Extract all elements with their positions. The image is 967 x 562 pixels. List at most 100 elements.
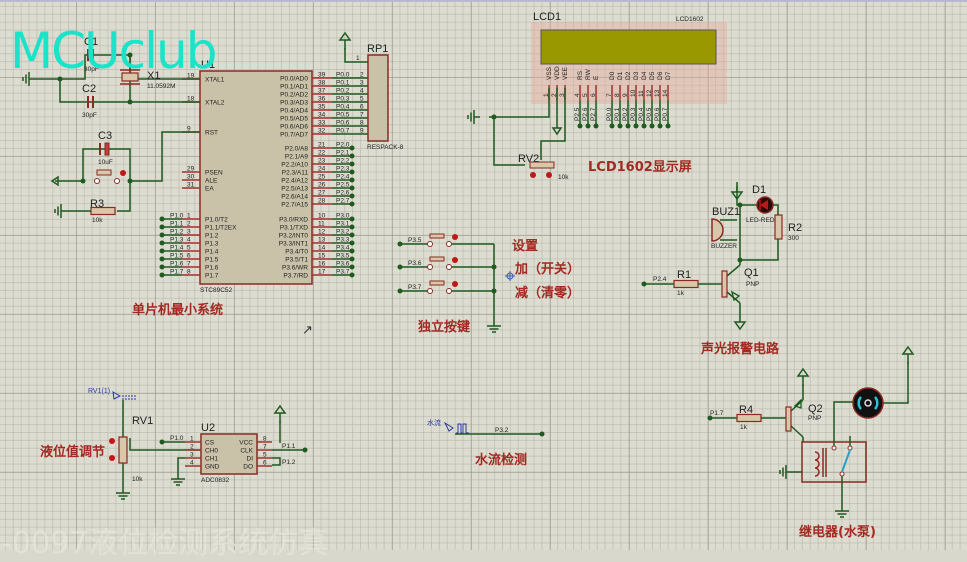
net-terminal[interactable]	[349, 264, 355, 270]
net-terminal[interactable]	[649, 123, 655, 129]
reset-button-indicator[interactable]	[120, 170, 126, 176]
junction	[491, 288, 497, 294]
lcd1602[interactable]: LCD1 LCD1602 VSS1VDD2VEE3RS4P2.5RW5P2.6E…	[531, 11, 727, 129]
adc0832-u2[interactable]	[200, 433, 258, 475]
button-indicator[interactable]	[452, 257, 458, 263]
buz1-part: BUZZER	[711, 243, 737, 250]
mcu-net-label: P0.0	[336, 72, 350, 79]
net-terminal[interactable]	[349, 232, 355, 238]
net-terminal[interactable]	[397, 264, 403, 270]
schematic[interactable]: U1 STC89C52 19XTAL118XTAL29RST29PSEN30AL…	[0, 0, 967, 550]
net-terminal[interactable]	[577, 123, 583, 129]
button-contact	[427, 241, 433, 247]
mcu-net-label: P0.6	[336, 120, 350, 127]
u2-pin-name: CH1	[205, 456, 218, 463]
schematic-canvas[interactable]	[0, 0, 967, 550]
u2-clk-net: P1.1	[282, 443, 296, 450]
independent-buttons[interactable]: P3.5P3.6P3.7	[397, 233, 502, 333]
net-terminal[interactable]	[159, 224, 165, 230]
mcu-pin-name: PSEN	[205, 170, 223, 177]
button-indicator[interactable]	[452, 281, 458, 287]
q1-ref: Q1	[744, 267, 759, 279]
net-terminal[interactable]	[349, 224, 355, 230]
alarm-circuit[interactable]: D1 LED-RED R2 300 BUZ1 BUZZER P2.4 R1 1k…	[641, 181, 803, 331]
net-terminal[interactable]	[349, 216, 355, 222]
net-terminal[interactable]	[349, 185, 355, 191]
net-terminal[interactable]	[641, 123, 647, 129]
mcu-pin-name: EA	[205, 186, 214, 193]
oscillator-circuit[interactable]: C1 30pF C2 30pF X1 11.0592M	[22, 36, 200, 119]
net-terminal[interactable]	[633, 123, 639, 129]
lcd-pin-name: D6	[657, 71, 664, 80]
net-terminal[interactable]	[397, 288, 403, 294]
net-terminal[interactable]	[593, 123, 599, 129]
mcu-pin-name: P3.0/RXD	[279, 217, 308, 224]
net-terminal[interactable]	[349, 256, 355, 262]
net-terminal[interactable]	[159, 240, 165, 246]
u2-pin-name: DO	[243, 464, 253, 471]
mcu-pin-name: P0.4/AD4	[280, 108, 308, 115]
rp1-pin-number: 9	[360, 128, 364, 135]
mcu-net-label: P1.2	[170, 229, 184, 236]
mcu-u1[interactable]: U1 STC89C52 19XTAL118XTAL29RST29PSEN30AL…	[159, 59, 369, 294]
mcu-pin-number: 7	[187, 261, 191, 268]
button-contact	[446, 264, 452, 270]
lcd-net-label: P0.5	[646, 107, 653, 121]
net-terminal[interactable]	[349, 177, 355, 183]
mcu-pin-name: P3.3/INT1	[279, 241, 309, 248]
net-terminal[interactable]	[397, 241, 403, 247]
net-terminal[interactable]	[159, 248, 165, 254]
net-terminal[interactable]	[349, 145, 355, 151]
button-contact	[427, 264, 433, 270]
lcd-pin-number: 6	[590, 93, 597, 97]
mcu-body[interactable]	[199, 70, 313, 285]
net-terminal[interactable]	[159, 232, 165, 238]
net-terminal[interactable]	[349, 240, 355, 246]
c3-value: 10uF	[98, 159, 113, 166]
reset-circuit[interactable]: C3 10uF R3 10k	[50, 130, 200, 224]
lcd-contrast-circuit[interactable]: RV2 10k	[467, 88, 569, 181]
net-terminal[interactable]	[349, 248, 355, 254]
net-terminal[interactable]	[349, 193, 355, 199]
push-button[interactable]	[429, 233, 445, 239]
net-terminal[interactable]	[349, 153, 355, 159]
relay-pump-circuit[interactable]: P1.7 R4 1k Q2 PNP	[707, 346, 914, 518]
lcd-pin-number: 7	[606, 93, 613, 97]
c2-ref: C2	[82, 83, 96, 95]
mcu-pin-number: 11	[318, 221, 325, 228]
net-terminal[interactable]	[159, 264, 165, 270]
rp1-pin1: 1	[356, 55, 360, 62]
net-terminal[interactable]	[349, 201, 355, 207]
net-terminal[interactable]	[349, 169, 355, 175]
mcu-pin-number: 19	[187, 73, 195, 80]
lcd-pin-number: 1	[543, 93, 550, 97]
net-terminal[interactable]	[625, 123, 631, 129]
r4-net: P1.7	[710, 410, 724, 417]
net-terminal[interactable]	[349, 161, 355, 167]
mcu-net-label: P0.4	[336, 104, 350, 111]
q1-type: PNP	[746, 281, 759, 288]
net-terminal[interactable]	[617, 123, 623, 129]
button-indicator[interactable]	[452, 234, 458, 240]
net-terminal[interactable]	[349, 272, 355, 278]
resistor-pack-rp1[interactable]: 1 RP1 RESPACK-8	[339, 32, 404, 151]
level-adjust-circuit[interactable]: RV1(1) RV1 10k U2 ADC0832 1CS2CH03CH14GN…	[88, 388, 308, 500]
flow-detect-circuit[interactable]: 水流 P3.2	[427, 418, 545, 437]
mcu-pin-number: 2	[187, 221, 191, 228]
net-terminal[interactable]	[159, 256, 165, 262]
net-terminal[interactable]	[159, 216, 165, 222]
net-terminal[interactable]	[657, 123, 663, 129]
net-terminal[interactable]	[159, 272, 165, 278]
mcu-net-label: P3.4	[336, 245, 350, 252]
push-button[interactable]	[429, 256, 445, 262]
r4-value: 1k	[740, 424, 748, 431]
rv1-ref: RV1	[132, 415, 153, 427]
net-terminal[interactable]	[585, 123, 591, 129]
push-button[interactable]	[429, 280, 445, 286]
lcd-pin-name: RW	[585, 68, 592, 80]
buzzer-buz1[interactable]	[711, 218, 724, 242]
net-terminal[interactable]	[609, 123, 615, 129]
mcu-net-label: P3.0	[336, 213, 350, 220]
net-terminal[interactable]	[665, 123, 671, 129]
mcu-pin-name: XTAL2	[205, 100, 225, 107]
